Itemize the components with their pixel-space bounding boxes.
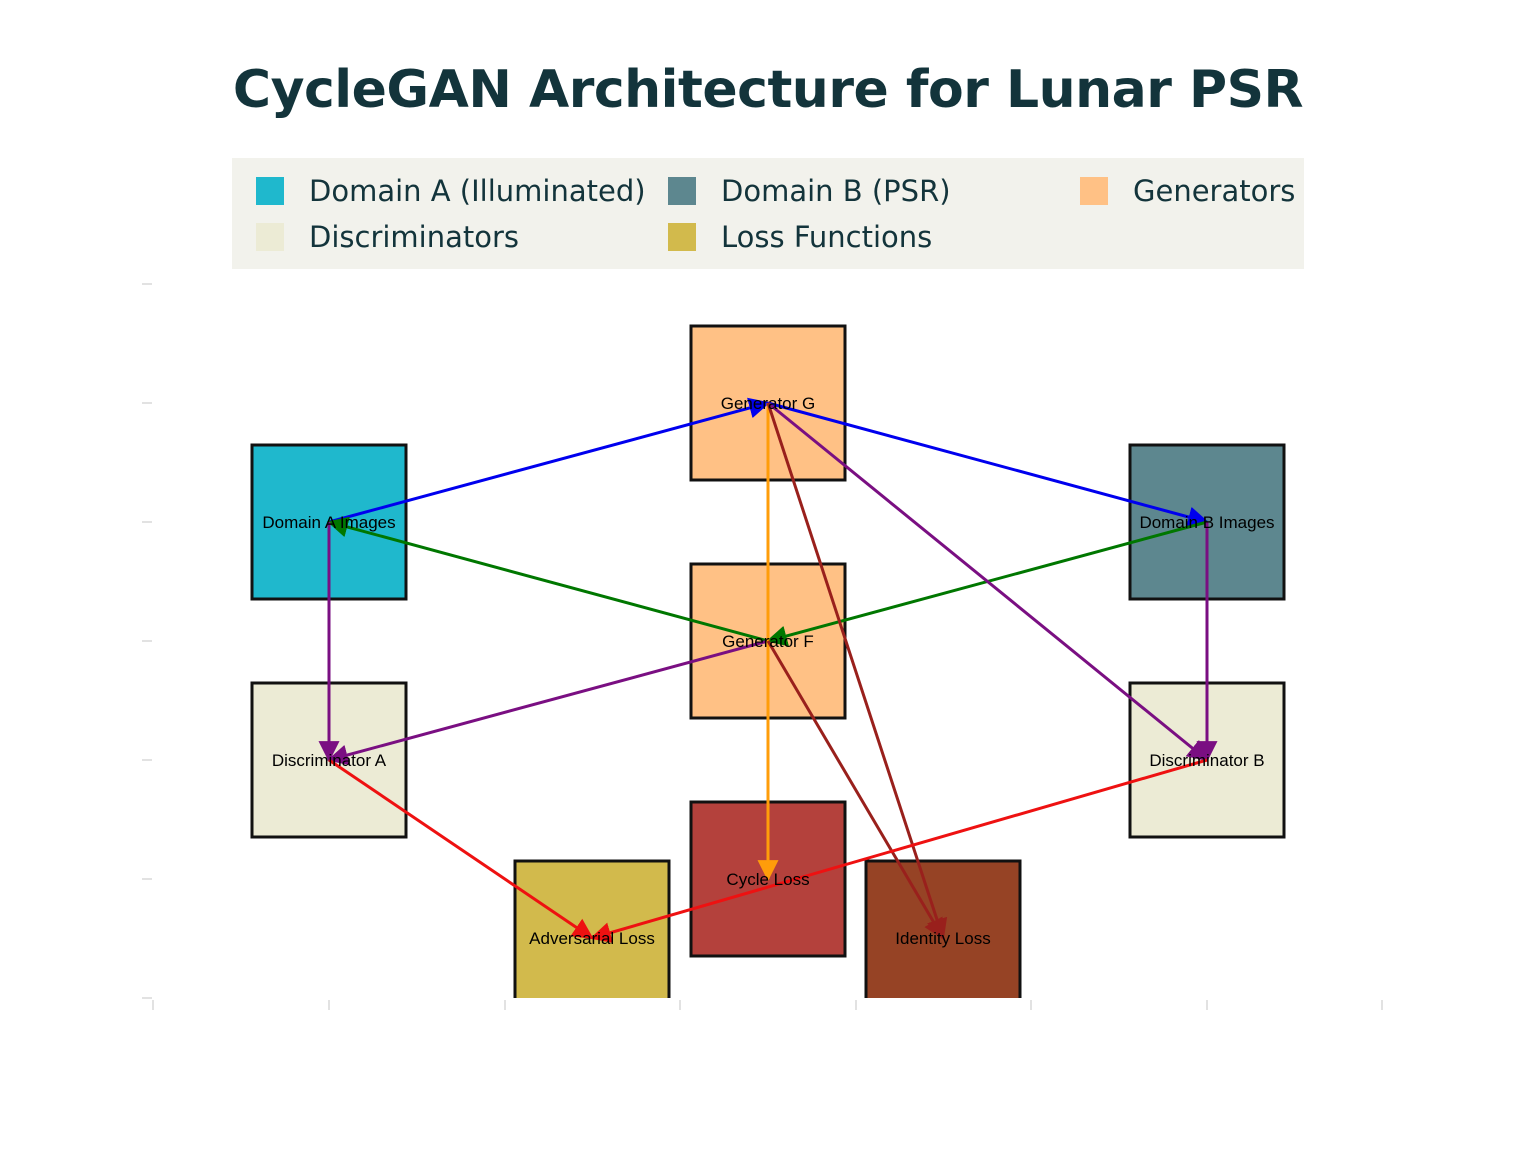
edges-layer xyxy=(318,397,1218,943)
legend-label-discriminators: Discriminators xyxy=(309,220,520,254)
legend-label-loss-functions: Loss Functions xyxy=(721,220,933,254)
node-label-gen-f: Generator F xyxy=(722,632,814,651)
edge-domain-a-to-gen-g xyxy=(328,397,771,524)
legend-item-discriminators: Discriminators xyxy=(256,219,519,255)
legend-item-domain-a: Domain A (Illuminated) xyxy=(256,173,646,209)
legend-swatch-domain-a xyxy=(256,177,284,205)
legend-swatch-loss-functions xyxy=(668,223,696,251)
edge-gen-g-to-identity-loss xyxy=(766,402,948,940)
edge-disc-a-to-adv-loss xyxy=(328,758,594,940)
node-label-identity-loss: Identity Loss xyxy=(895,929,990,948)
edge-gen-g-to-disc-b xyxy=(767,401,1209,762)
legend-item-generators: Generators xyxy=(1080,173,1295,209)
legend-label-domain-b: Domain B (PSR) xyxy=(721,174,951,208)
node-label-domain-a: Domain A Images xyxy=(262,513,395,532)
legend-item-loss-functions: Loss Functions xyxy=(668,219,932,255)
legend-swatch-domain-b xyxy=(668,177,696,205)
node-label-disc-b: Discriminator B xyxy=(1149,751,1264,770)
legend-item-domain-b: Domain B (PSR) xyxy=(668,173,951,209)
edge-gen-f-to-disc-a xyxy=(326,639,769,766)
legend-label-generators: Generators xyxy=(1133,174,1296,208)
legend-swatch-discriminators xyxy=(256,223,284,251)
edge-disc-b-to-adv-loss xyxy=(589,758,1208,943)
edge-gen-f-to-domain-a xyxy=(326,516,769,643)
node-label-adv-loss: Adversarial Loss xyxy=(529,929,655,948)
node-label-gen-g: Generator G xyxy=(721,394,816,413)
diagram-title: CycleGAN Architecture for Lunar PSR xyxy=(232,60,1304,120)
edge-gen-g-to-domain-b xyxy=(767,401,1210,528)
legend: Domain A (Illuminated) Domain B (PSR) Ge… xyxy=(232,158,1304,269)
axis-ticks xyxy=(142,283,1383,1010)
legend-swatch-generators xyxy=(1080,177,1108,205)
legend-label-domain-a: Domain A (Illuminated) xyxy=(309,174,646,208)
edge-gen-f-to-identity-loss xyxy=(766,640,945,940)
node-label-domain-b: Domain B Images xyxy=(1139,513,1274,532)
node-label-disc-a: Discriminator A xyxy=(272,751,387,770)
node-label-cycle-loss: Cycle Loss xyxy=(726,870,809,889)
